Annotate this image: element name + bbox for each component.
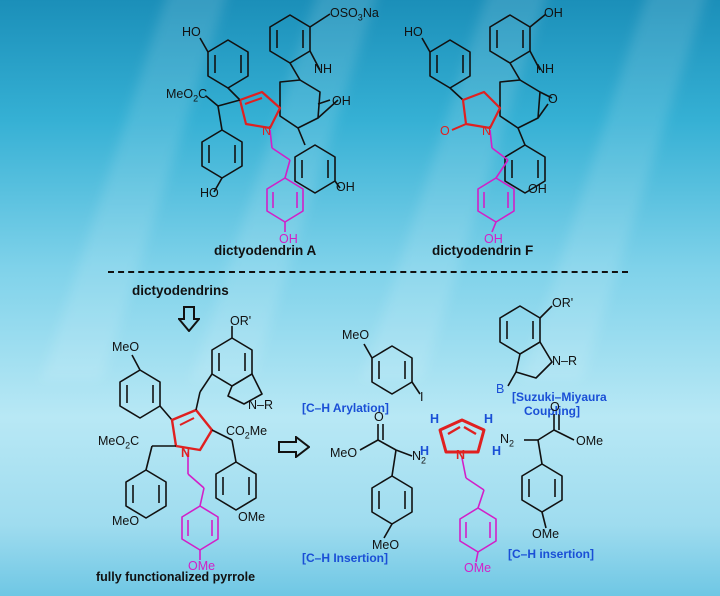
group-meo2c: MeO2C bbox=[166, 87, 207, 104]
group-meo2c-b: MeO2C bbox=[98, 434, 139, 451]
pyrrole-core bbox=[438, 418, 486, 454]
group-ome-dr1: OMe bbox=[576, 434, 604, 448]
group-meo-b: MeO bbox=[98, 434, 126, 448]
retro-arrow-down-icon bbox=[178, 306, 200, 332]
label-ch-arylation: [C–H Arylation] bbox=[302, 401, 389, 415]
group-ome-core: OMe bbox=[464, 561, 492, 575]
ring-phenol-a3 bbox=[294, 144, 336, 194]
group-nr-ib: N–R bbox=[552, 354, 578, 368]
group-or-b: OR' bbox=[230, 314, 252, 328]
ring-anisole-left bbox=[125, 469, 167, 519]
pyrrole-label: fully functionalized pyrrole bbox=[96, 570, 256, 584]
group-ho-f1: HO bbox=[404, 25, 423, 39]
ring-phenol-f1 bbox=[429, 39, 471, 89]
group-oso-sub: 3 bbox=[357, 12, 363, 23]
group-n-core: N bbox=[456, 448, 466, 462]
group-i-ai: I bbox=[420, 390, 424, 404]
ring-central-f bbox=[499, 79, 541, 129]
label-ch-insertion-right: [C–H insertion] bbox=[508, 547, 595, 561]
ring-phenol-a1 bbox=[207, 39, 249, 89]
group-meo-sub: 2 bbox=[193, 93, 199, 104]
group-co: CO bbox=[226, 424, 245, 438]
group-n-dl-sub: 2 bbox=[421, 455, 427, 466]
group-oh-a1: OH bbox=[332, 94, 351, 108]
group-ome-dr2: OMe bbox=[532, 527, 560, 541]
compound-name-a: dictyodendrin A bbox=[214, 243, 317, 258]
retro-arrow-right-icon bbox=[278, 436, 310, 458]
group-o-f2: O bbox=[548, 92, 558, 106]
group-meo-ai: MeO bbox=[342, 328, 370, 342]
group-ho-a1: HO bbox=[182, 25, 201, 39]
pyrrole-main bbox=[170, 408, 214, 452]
ring-diazo-left bbox=[371, 475, 413, 525]
group-o-dr: O bbox=[550, 400, 560, 414]
label-suzuki-line1: [Suzuki–Miyaura bbox=[512, 390, 607, 404]
group-oh-a3: OH bbox=[279, 232, 298, 246]
ring-anisole-right bbox=[215, 461, 257, 511]
label-ch-insertion-left: [C–H Insertion] bbox=[302, 551, 389, 565]
group-n-b: N bbox=[181, 446, 191, 460]
group-oh-a2: OH bbox=[336, 180, 355, 194]
section-divider bbox=[108, 271, 628, 273]
group-oh-f2: OH bbox=[528, 182, 547, 196]
ring-central-a bbox=[279, 79, 321, 129]
group-n-dr: N bbox=[500, 432, 510, 446]
group-meo-dl2: MeO bbox=[372, 538, 400, 552]
group-o-f1: O bbox=[440, 124, 450, 138]
label-suzuki-line2: Coupling] bbox=[524, 404, 580, 418]
group-meo-b1: MeO bbox=[112, 340, 140, 354]
h-atom-4: H bbox=[492, 444, 502, 458]
group-co2me-b: CO2Me bbox=[226, 424, 267, 441]
ring-phenol-a2 bbox=[201, 129, 243, 179]
h-atom-3: H bbox=[420, 444, 430, 458]
pyrrole-a bbox=[238, 90, 282, 130]
ring-aryl-iodide bbox=[371, 345, 413, 395]
group-nh-f: NH bbox=[536, 62, 555, 76]
ring-boron-indole-benzo bbox=[499, 305, 541, 355]
group-b-ib: B bbox=[496, 382, 505, 396]
group-o-dl: O bbox=[374, 410, 384, 424]
group-oh-f3: OH bbox=[484, 232, 503, 246]
group-na: Na bbox=[362, 6, 379, 20]
group-oso: OSO bbox=[330, 6, 358, 20]
compound-name-f: dictyodendrin F bbox=[432, 243, 534, 258]
ring-benzo-f bbox=[489, 14, 531, 64]
group-meo-b2: MeO bbox=[112, 514, 140, 528]
h-atom-2: H bbox=[484, 412, 494, 426]
ring-benzo-a bbox=[269, 14, 311, 64]
group-nr-b: N–R bbox=[248, 398, 274, 412]
group-nh-a: NH bbox=[314, 62, 333, 76]
group-meo-dl: MeO bbox=[330, 446, 358, 460]
ring-boron-indole-pyrrole bbox=[515, 341, 553, 379]
ring-diazo-right bbox=[521, 463, 563, 513]
group-or-ib: OR' bbox=[552, 296, 574, 310]
group-c-b: C bbox=[130, 434, 140, 448]
group-ome-b2: OMe bbox=[188, 559, 216, 573]
group-oh-f1: OH bbox=[544, 6, 563, 20]
group-ho-a2: HO bbox=[200, 186, 219, 200]
ring-anisole-top bbox=[119, 369, 161, 419]
group-n-a: N bbox=[262, 124, 272, 138]
group-oso3na: OSO3Na bbox=[330, 6, 379, 23]
group-n2-dr: N2 bbox=[500, 432, 514, 449]
group-ome-b1: OMe bbox=[238, 510, 266, 524]
group-c: C bbox=[198, 87, 208, 101]
group-n-f: N bbox=[482, 124, 492, 138]
group-meo: MeO bbox=[166, 87, 194, 101]
group-co-sub: 2 bbox=[244, 430, 250, 441]
group-meo-b-sub: 2 bbox=[125, 440, 131, 451]
group-n-dr-sub: 2 bbox=[509, 438, 515, 449]
group-n-dl: N bbox=[412, 449, 422, 463]
ring-indole-benzo bbox=[211, 337, 253, 387]
ring-indole-pyrrole bbox=[227, 373, 263, 405]
group-me: Me bbox=[249, 424, 268, 438]
h-atom-1: H bbox=[430, 412, 440, 426]
group-n2-dl: N2 bbox=[412, 449, 426, 466]
section-label: dictyodendrins bbox=[132, 283, 229, 298]
pyrrole-f bbox=[461, 90, 502, 130]
